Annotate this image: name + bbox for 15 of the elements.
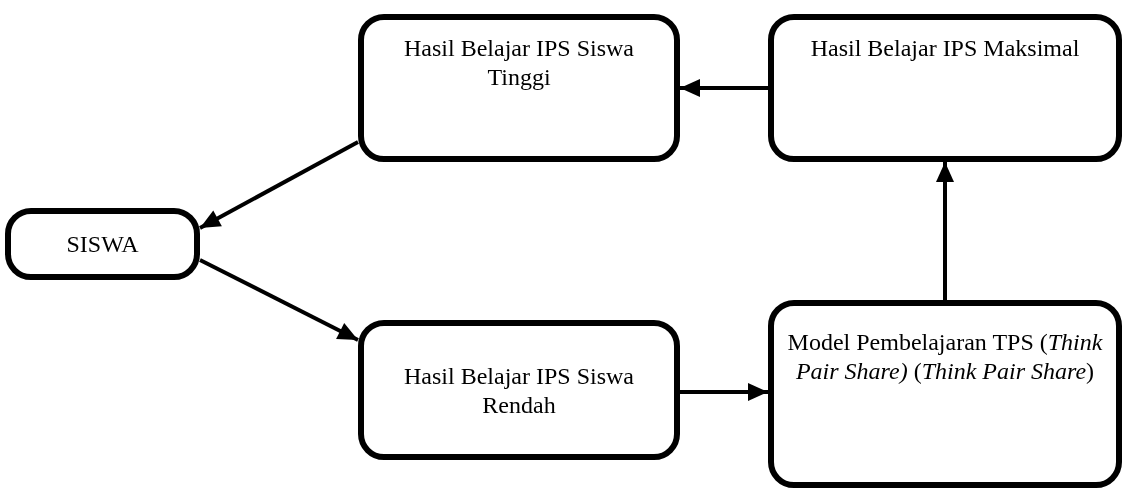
arrow (936, 162, 954, 300)
process-box (768, 14, 1122, 162)
arrow (680, 79, 768, 97)
box-label: SISWA (66, 229, 139, 259)
box-label: Model Pembelajaran TPS (Think Pair Share) (Think Pair Share) (786, 328, 1104, 386)
arrow (199, 258, 359, 342)
process-box (5, 208, 200, 280)
process-box (768, 300, 1122, 488)
arrow (199, 140, 359, 230)
box-label: Hasil Belajar IPS Maksimal (810, 34, 1080, 63)
box-label: Hasil Belajar IPS Siswa Tinggi (403, 34, 635, 92)
process-box (358, 320, 680, 460)
box-label: Hasil Belajar IPS Siswa Rendah (403, 362, 635, 420)
arrow (680, 383, 768, 401)
process-box (358, 14, 680, 162)
